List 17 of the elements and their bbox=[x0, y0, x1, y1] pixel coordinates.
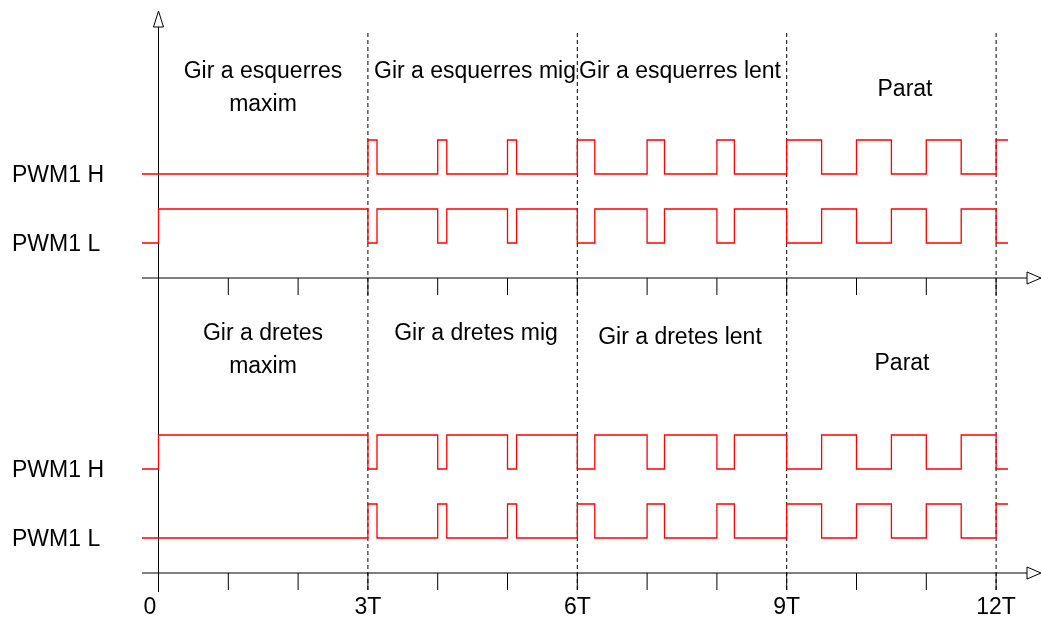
mode-label: Parat bbox=[873, 348, 931, 377]
signal-label: PWM1 H bbox=[12, 159, 104, 189]
signal-label: PWM1 L bbox=[12, 228, 101, 258]
signal-label: PWM1 L bbox=[12, 523, 101, 553]
signal-label: PWM1 H bbox=[12, 454, 104, 484]
tick-label: 0 bbox=[143, 591, 157, 620]
mode-label: Gir a dretes maxim bbox=[201, 318, 325, 380]
mode-label: Gir a dretes mig bbox=[393, 318, 559, 347]
mode-label: Gir a dretes lent bbox=[597, 322, 763, 351]
mode-label: Gir a esquerres maxim bbox=[182, 56, 344, 118]
tick-label: 12T bbox=[976, 591, 1016, 620]
tick-label: 9T bbox=[773, 591, 801, 620]
tick-label: 6T bbox=[563, 591, 591, 620]
tick-label: 3T bbox=[354, 591, 382, 620]
mode-label: Parat bbox=[876, 74, 934, 103]
mode-label: Gir a esquerres lent bbox=[578, 56, 782, 85]
mode-label: Gir a esquerres mig bbox=[373, 56, 577, 85]
